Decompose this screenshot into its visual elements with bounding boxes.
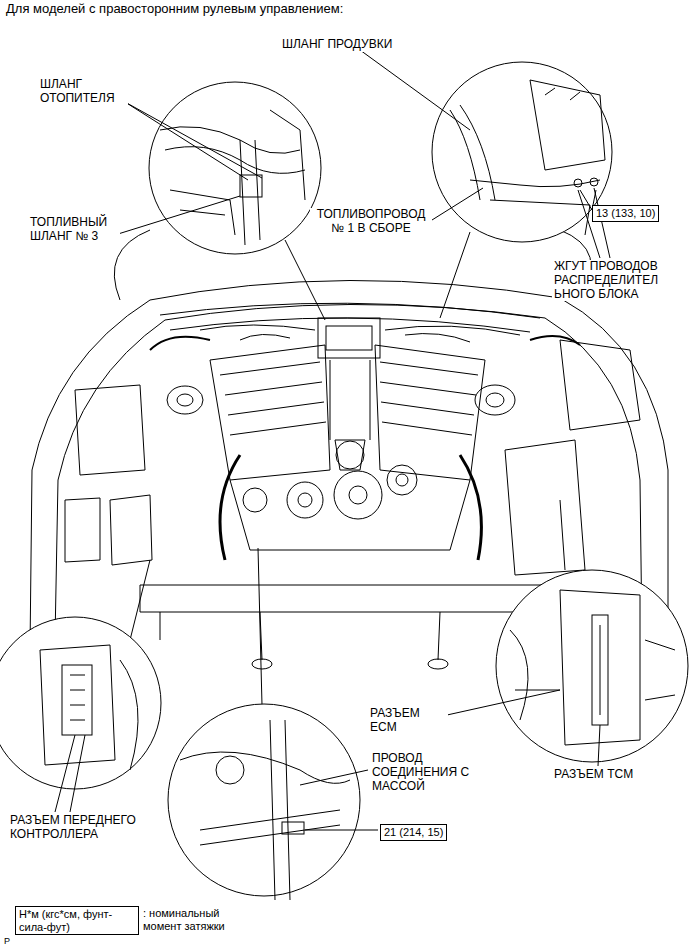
figure-id: P	[2, 936, 16, 946]
legend-caption: : номинальный момент затяжки	[143, 907, 253, 932]
part-label: РАЗЪЕМ TCM	[552, 768, 647, 782]
torque-value: 21 (214, 15)	[380, 824, 447, 841]
torque-legend-box: Н*м (кгс*см, фунт-сила-фут): номинальный…	[15, 906, 139, 936]
torque-value: Н*м (кгс*см, фунт-сила-фут)	[15, 906, 139, 935]
part-label: ТОПЛИВОПРОВОД № 1 В СБОРЕ	[310, 208, 432, 236]
part-label: ПРОВОД СОЕДИНЕНИЯ С МАССОЙ	[370, 752, 474, 793]
part-label: РАЗЪЕМ ПЕРЕДНЕГО КОНТРОЛЛЕРА	[8, 814, 148, 842]
torque-callout-box: 21 (214, 15)	[380, 822, 448, 839]
part-label: ШЛАНГ ОТОПИТЕЛЯ	[38, 78, 128, 106]
torque-callout-box: 13 (133, 10)	[592, 203, 660, 220]
figure-title: Для моделей с правосторонним рулевым упр…	[4, 2, 524, 17]
torque-value: 13 (133, 10)	[592, 205, 659, 222]
part-label: ТОПЛИВНЫЙ ШЛАНГ № 3	[28, 216, 120, 244]
part-label: ШЛАНГ ПРОДУВКИ	[280, 38, 420, 52]
part-label: РАЗЪЕМ ECM	[368, 707, 448, 735]
part-label: ЖГУТ ПРОВОДОВ РАСПРЕДЕЛИТЕЛ ЬНОГО БЛОКА	[552, 260, 674, 301]
